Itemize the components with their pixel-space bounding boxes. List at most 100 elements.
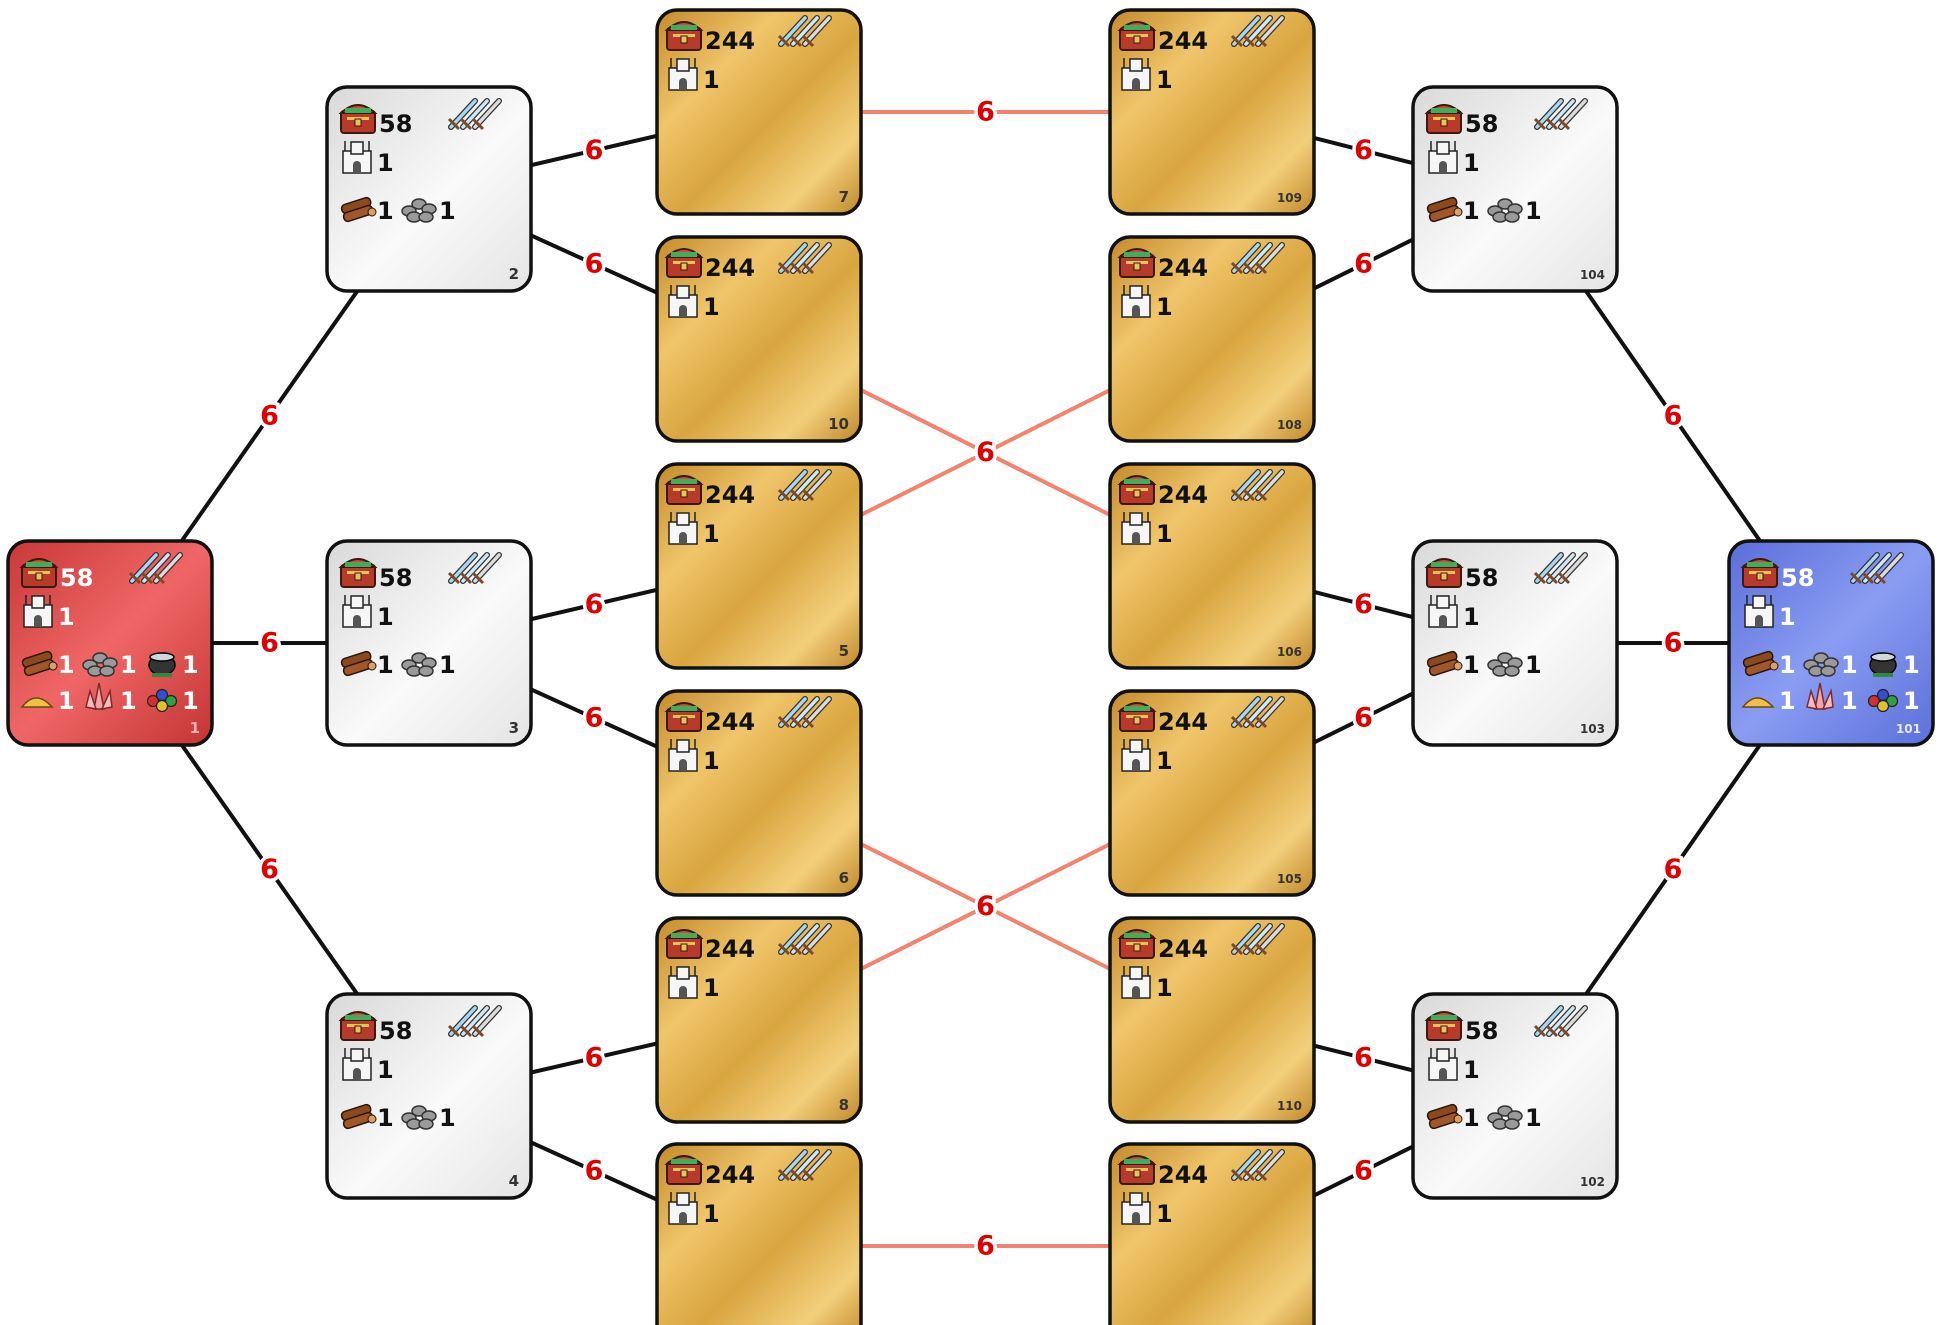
swords-icon (777, 15, 832, 48)
zone-box (655, 8, 863, 216)
zone-box (1108, 235, 1316, 443)
swords-icon (1230, 242, 1285, 275)
gold-count: 58 (1465, 564, 1498, 592)
castle-icon (1121, 512, 1151, 545)
gold-count: 244 (705, 1161, 755, 1189)
swords-icon (1533, 98, 1588, 131)
wood-icon (21, 650, 58, 677)
castle-icon (23, 595, 53, 628)
chest-icon (664, 475, 704, 505)
swords-icon (1230, 15, 1285, 48)
edge-label-crossing: 6 (976, 437, 995, 468)
chest-icon (19, 558, 59, 588)
chest-icon (664, 702, 704, 732)
zone-id: 4 (509, 1172, 519, 1190)
swords-icon (1849, 552, 1904, 585)
castle-icon (1744, 595, 1774, 628)
swords-icon (447, 1005, 502, 1038)
gold-count: 58 (379, 564, 412, 592)
edge-label-1-2: 6 (260, 401, 279, 432)
resource-count: 1 (1525, 651, 1542, 679)
gems-icon (146, 688, 178, 713)
castle-icon (1121, 58, 1151, 91)
resource-count: 1 (377, 651, 394, 679)
swords-icon (1533, 1005, 1588, 1038)
zone-node-5[interactable]: 244 1 5 (655, 462, 863, 670)
chest-icon (1117, 702, 1157, 732)
edge-label-7-109: 6 (976, 97, 995, 128)
chest-icon (664, 1155, 704, 1185)
castle-count: 1 (1463, 149, 1480, 177)
resource-count: 1 (439, 651, 456, 679)
resource-count: 1 (377, 1104, 394, 1132)
edge-label-2-7: 6 (585, 135, 604, 166)
zone-box (325, 539, 533, 747)
castle-icon (1121, 285, 1151, 318)
edge-label-1-3: 6 (260, 628, 279, 659)
gold-count: 58 (379, 1017, 412, 1045)
zone-id: 5 (839, 642, 849, 660)
zone-id: 2 (509, 265, 519, 283)
resource-count: 1 (1463, 651, 1480, 679)
gems-icon (1867, 688, 1899, 713)
zone-box (655, 916, 863, 1124)
chest-icon (1424, 558, 1464, 588)
castle-count: 1 (377, 1056, 394, 1084)
zone-box (1108, 689, 1316, 897)
zone-id: 106 (1277, 645, 1302, 659)
edge-label-3-5: 6 (585, 589, 604, 620)
zone-node-9[interactable]: 24419 (655, 1142, 863, 1325)
chest-icon (338, 1011, 378, 1041)
castle-count: 1 (703, 520, 720, 548)
swords-icon (447, 98, 502, 131)
ore-icon (401, 652, 437, 677)
edge-label-4-9: 6 (585, 1156, 604, 1187)
wood-icon (340, 650, 377, 677)
swords-icon (777, 923, 832, 956)
wood-icon (340, 1103, 377, 1130)
castle-icon (668, 512, 698, 545)
edge-label-crossing: 6 (976, 891, 995, 922)
edge-label-108-104: 6 (1354, 249, 1373, 280)
castle-icon (668, 1192, 698, 1225)
zone-box (325, 992, 533, 1200)
chest-icon (338, 104, 378, 134)
castle-count: 1 (377, 149, 394, 177)
zone-box (1108, 462, 1316, 670)
gold-count: 244 (705, 481, 755, 509)
gold-count: 244 (705, 254, 755, 282)
edge-label-110-102: 6 (1354, 1043, 1373, 1074)
zone-box (1108, 916, 1316, 1124)
castle-count: 1 (1156, 974, 1173, 1002)
zone-id: 101 (1896, 722, 1921, 736)
zone-box (1108, 1142, 1316, 1325)
edge-label-102-101: 6 (1664, 854, 1683, 885)
zone-node-107[interactable]: 2441107 (1108, 1142, 1316, 1325)
resource-count: 1 (120, 651, 137, 679)
zone-id: 102 (1580, 1175, 1605, 1189)
sulfur-icon (1741, 697, 1775, 708)
gold-count: 244 (1158, 27, 1208, 55)
castle-count: 1 (1463, 603, 1480, 631)
cauldron-icon (1869, 652, 1897, 677)
gold-count: 58 (60, 564, 93, 592)
edge-label-105-103: 6 (1354, 703, 1373, 734)
castle-count: 1 (377, 603, 394, 631)
